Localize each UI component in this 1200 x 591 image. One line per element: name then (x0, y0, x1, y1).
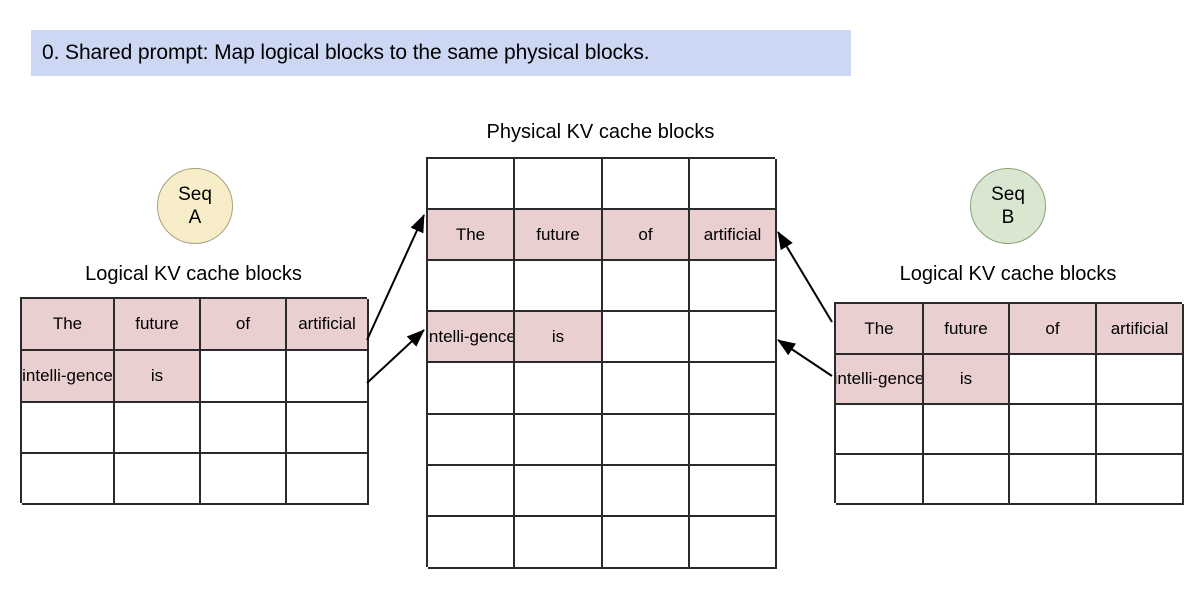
seq-b-row1-to-physical-row2 (777, 231, 833, 323)
kv-block-filled: of (603, 210, 690, 261)
seq-b-label-line2: B (1001, 207, 1015, 228)
kv-block-empty (690, 312, 777, 363)
kv-block-empty (428, 261, 515, 312)
kv-block-empty (1097, 355, 1184, 405)
kv-block-empty (690, 159, 777, 210)
kv-block-filled: artificial (690, 210, 777, 261)
kv-block-empty (924, 455, 1010, 505)
seq-a-label-line2: A (188, 207, 202, 228)
kv-block-empty (690, 363, 777, 415)
kv-block-empty (603, 312, 690, 363)
kv-block-empty (603, 517, 690, 569)
kv-block-empty (287, 403, 369, 454)
kv-block-empty (515, 517, 603, 569)
kv-block-empty (690, 517, 777, 569)
kv-block-filled: artificial (1097, 304, 1184, 355)
kv-block-filled: intelli-gence (836, 355, 924, 405)
kv-block-filled: intelli-gence (428, 312, 515, 363)
kv-block-empty (515, 159, 603, 210)
kv-block-empty (115, 454, 201, 505)
kv-block-empty (603, 415, 690, 466)
physical-blocks-caption: Physical KV cache blocks (486, 121, 715, 143)
kv-block-filled: The (428, 210, 515, 261)
kv-block-empty (428, 159, 515, 210)
seq-b-badge[interactable]: Seq B (970, 168, 1046, 244)
kv-block-empty (1097, 455, 1184, 505)
kv-block-empty (515, 415, 603, 466)
kv-block-empty (924, 405, 1010, 455)
kv-block-empty (836, 455, 924, 505)
logical-blocks-caption-right: Logical KV cache blocks (899, 263, 1117, 285)
seq-a-row1-to-physical-row2 (366, 214, 425, 341)
kv-block-empty (603, 466, 690, 517)
kv-block-empty (287, 351, 369, 403)
kv-block-empty (428, 415, 515, 466)
kv-block-empty (115, 403, 201, 454)
kv-block-empty (22, 454, 115, 505)
kv-block-empty (428, 363, 515, 415)
kv-block-filled: is (515, 312, 603, 363)
kv-block-empty (201, 351, 287, 403)
kv-block-empty (1010, 455, 1097, 505)
seq-a-row2-to-physical-row4 (366, 329, 425, 384)
kv-block-filled: The (22, 299, 115, 351)
seq-a-label-line1: Seq (178, 184, 212, 205)
kv-block-empty (690, 466, 777, 517)
kv-block-filled: intelli-gence (22, 351, 115, 403)
kv-block-filled: artificial (287, 299, 369, 351)
kv-block-empty (515, 363, 603, 415)
kv-block-filled: future (115, 299, 201, 351)
seq-b-row2-to-physical-row4 (777, 339, 833, 377)
kv-block-filled: future (515, 210, 603, 261)
kv-block-empty (428, 517, 515, 569)
kv-block-empty (1010, 405, 1097, 455)
kv-block-filled: future (924, 304, 1010, 355)
kv-block-empty (603, 363, 690, 415)
kv-block-empty (1010, 355, 1097, 405)
kv-block-filled: of (201, 299, 287, 351)
kv-block-empty (515, 261, 603, 312)
kv-block-filled: is (924, 355, 1010, 405)
kv-block-filled: of (1010, 304, 1097, 355)
kv-block-empty (287, 454, 369, 505)
title-banner-text: 0. Shared prompt: Map logical blocks to … (42, 41, 650, 64)
kv-block-empty (603, 159, 690, 210)
kv-block-empty (428, 466, 515, 517)
kv-block-filled: is (115, 351, 201, 403)
kv-block-empty (515, 466, 603, 517)
seq-b-label-line1: Seq (991, 184, 1025, 205)
kv-block-empty (603, 261, 690, 312)
kv-block-empty (836, 405, 924, 455)
title-banner: 0. Shared prompt: Map logical blocks to … (31, 30, 851, 76)
kv-block-empty (22, 403, 115, 454)
seq-a-badge[interactable]: Seq A (157, 168, 233, 244)
kv-block-empty (1097, 405, 1184, 455)
kv-block-empty (201, 403, 287, 454)
kv-block-empty (201, 454, 287, 505)
kv-block-filled: The (836, 304, 924, 355)
logical-blocks-caption-left: Logical KV cache blocks (85, 263, 302, 285)
kv-block-empty (690, 261, 777, 312)
kv-block-empty (690, 415, 777, 466)
